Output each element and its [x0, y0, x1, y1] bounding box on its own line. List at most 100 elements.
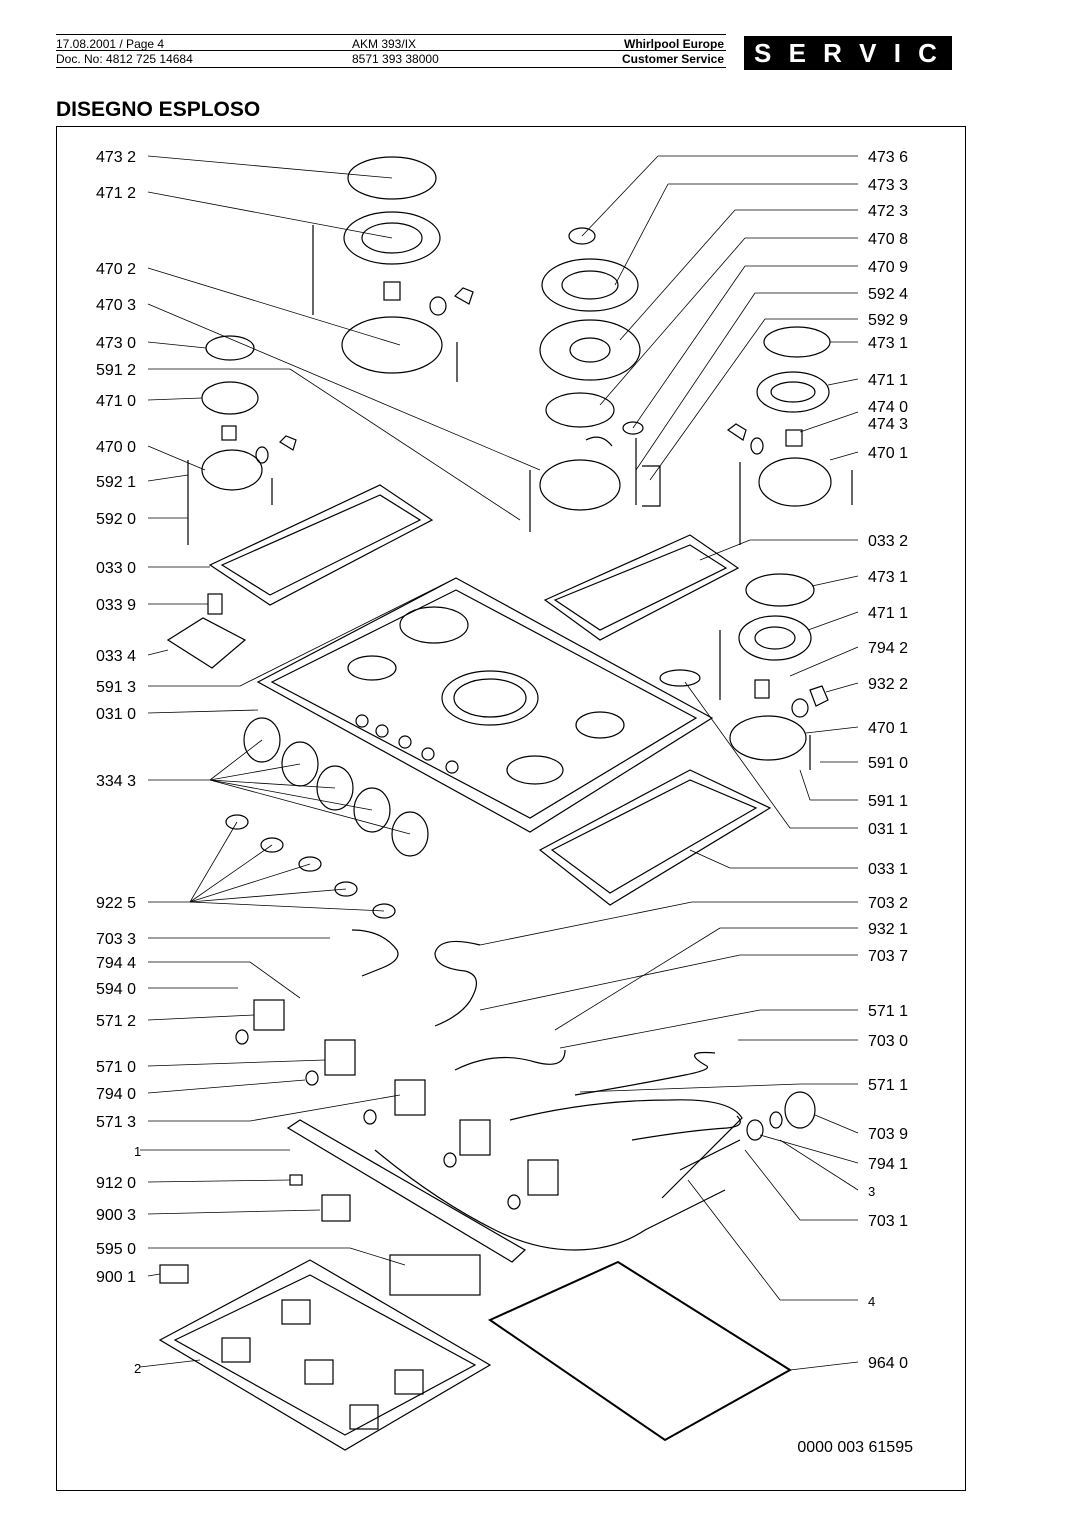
header-bottom-rule [56, 67, 726, 68]
part-outline [221, 425, 237, 441]
right-part-label: 473 1 [868, 569, 908, 586]
knob-bezel-3 [298, 856, 322, 872]
left-part-label: 900 3 [96, 1207, 136, 1224]
part-outline [443, 1152, 457, 1168]
header-date-page: 17.08.2001 / Page 4 [56, 37, 165, 51]
left-part-label: 470 3 [96, 297, 136, 314]
leader-line [554, 927, 721, 1031]
part-outline [569, 337, 611, 363]
right-part-label: 932 1 [868, 921, 908, 938]
clip [454, 287, 474, 305]
leader-line [139, 1359, 201, 1368]
part-outline [506, 755, 564, 785]
part-outline [305, 1070, 319, 1086]
left-part-label: 2 [134, 1361, 141, 1376]
right-part-label: 592 4 [868, 286, 908, 303]
part-drawings [158, 156, 853, 1451]
header-doc-no: Doc. No: 4812 725 14684 [56, 52, 193, 66]
part-outline [235, 1029, 249, 1045]
left-part-label: 471 0 [96, 393, 136, 410]
gas-tube-2 [434, 940, 481, 1027]
valve-2 [324, 1039, 356, 1076]
leader-line [789, 1361, 859, 1371]
part-outline [785, 429, 803, 447]
left-part-label: 571 2 [96, 1013, 136, 1030]
gas-manifold [286, 1119, 527, 1263]
gas-tube-3 [454, 1049, 566, 1071]
burner-crown-right [756, 371, 830, 413]
part-outline [553, 544, 728, 631]
ignition-module [321, 1194, 351, 1222]
leader-line [147, 445, 206, 471]
right-part-label: 470 1 [868, 720, 908, 737]
cooktop-plate [256, 577, 714, 833]
right-part-label: 592 9 [868, 312, 908, 329]
part-outline [347, 655, 397, 681]
valve-5 [527, 1159, 559, 1196]
right-part-label: 571 1 [868, 1003, 908, 1020]
knob-4 [353, 787, 391, 833]
right-part-label: 3 [868, 1184, 875, 1199]
part-outline [750, 437, 764, 455]
part-outline [561, 270, 619, 300]
leader-line [289, 368, 521, 521]
left-part-label: 592 1 [96, 474, 136, 491]
union-nut [746, 1119, 764, 1141]
part-outline [173, 1274, 477, 1436]
leader-line [632, 265, 746, 429]
knob-bezel-5 [372, 903, 396, 919]
gas-tube-1 [351, 929, 399, 977]
leader-line [827, 378, 859, 386]
leader-line [825, 682, 859, 693]
left-part-label: 033 0 [96, 560, 136, 577]
right-part-label: 571 1 [868, 1077, 908, 1094]
drawing-number: 0000 003 61595 [797, 1439, 913, 1456]
gasket-ring [545, 392, 615, 428]
part-outline [394, 1369, 424, 1395]
seal-ring [429, 296, 447, 316]
left-part-label: 592 0 [96, 511, 136, 528]
left-part-label: 1 [134, 1144, 141, 1159]
part-outline [550, 779, 758, 894]
leader-line [744, 1149, 801, 1221]
leader-line [147, 397, 203, 401]
leader-line [614, 183, 669, 286]
gas-tube-6 [509, 1099, 743, 1199]
left-part-label: 794 0 [96, 1086, 136, 1103]
left-part-label: 794 4 [96, 955, 136, 972]
burner-body-triple [539, 459, 621, 511]
right-part-label: 033 2 [868, 533, 908, 550]
leader-line [209, 779, 336, 789]
part-outline [361, 222, 423, 254]
leader-line [147, 474, 189, 482]
screw [289, 1174, 303, 1186]
right-part-label: 473 6 [868, 149, 908, 166]
leader-line [147, 1209, 321, 1215]
right-part-label: 033 1 [868, 861, 908, 878]
left-part-label: 595 0 [96, 1241, 136, 1258]
left-part-label: 703 3 [96, 931, 136, 948]
generator [389, 1254, 481, 1296]
part-outline [279, 435, 297, 451]
burner-crown-small [201, 381, 259, 415]
leader-line [811, 575, 859, 587]
part-outline [398, 735, 412, 749]
part-outline [355, 714, 369, 728]
part-outline [220, 494, 422, 596]
part-outline [726, 423, 747, 441]
leader-line [479, 901, 693, 946]
burner-cap-mini [568, 227, 596, 245]
right-part-label: 471 1 [868, 605, 908, 622]
leader-line [349, 1247, 406, 1266]
left-part-label: 031 0 [96, 706, 136, 723]
leader-line [147, 191, 393, 239]
burner-crown-triple [541, 258, 639, 312]
part-outline [363, 1109, 377, 1125]
leader-line [619, 209, 736, 341]
knob-spindle [207, 593, 223, 615]
leader-line [814, 1114, 859, 1134]
part-outline [791, 698, 809, 718]
